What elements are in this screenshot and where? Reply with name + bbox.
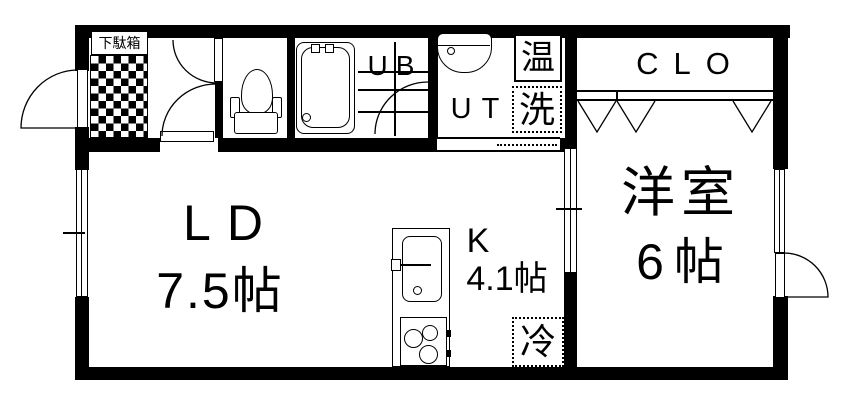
closet-folding-doors-icon (577, 100, 772, 134)
sliding-door-bedroom (564, 149, 577, 272)
wall-left-mid (75, 127, 89, 170)
genkan-tile-floor (90, 55, 148, 138)
kitchen-faucet (391, 259, 401, 271)
stove-burner (419, 345, 438, 364)
toilet-tank-icon (234, 112, 278, 134)
hall-door-leaf (160, 131, 214, 142)
refrigerator-box (512, 317, 564, 367)
kitchen-sink (402, 236, 442, 302)
kitchen-label: K (466, 222, 490, 260)
living-dining-size: 7.5帖 (156, 263, 284, 319)
bath-tile-line (358, 111, 428, 113)
refrigerator-label: 冷 (519, 321, 556, 362)
western-room-size: 6帖 (636, 234, 734, 290)
wall-kitchen-bedroom (564, 271, 577, 367)
stove-knob (446, 330, 451, 337)
entrance-door-leaf (77, 69, 88, 128)
washing-machine-box (512, 86, 562, 133)
wall-right-lower (773, 296, 788, 380)
bath-tile-line (358, 89, 428, 91)
washing-machine-label: 洗 (518, 88, 555, 130)
stove-knob (446, 350, 451, 357)
utility-label: UT (450, 92, 510, 125)
wall-bottom (75, 367, 785, 380)
shoe-cabinet (91, 31, 148, 55)
balcony-door-arc (783, 252, 829, 298)
toilet-door-leaf (214, 38, 223, 82)
window-left-tick (63, 232, 85, 234)
washbasin-drain (447, 47, 455, 55)
toilet-bowl-icon (241, 69, 273, 114)
wall-left-upper (75, 25, 89, 71)
bathtub-drain (302, 113, 311, 122)
hall-door-arc (161, 83, 217, 137)
balcony-door-leaf (775, 253, 785, 298)
bath-tile-line (358, 71, 428, 73)
bathtub-faucet (311, 44, 320, 53)
western-room-label: 洋室 (621, 163, 741, 223)
wall-toilet-bath (287, 38, 295, 138)
washbasin-counter-line (438, 45, 490, 46)
closet-label: CLO (636, 45, 745, 81)
entrance-door-arc (20, 69, 79, 129)
sliding-door-tick (556, 208, 582, 210)
toilet-door-arc (172, 39, 218, 84)
wall-left-lower (75, 297, 89, 380)
wall-right-upper (773, 25, 788, 169)
wall-utility-closet (565, 38, 577, 138)
bath-door-arc (374, 81, 429, 135)
washbasin-icon (437, 33, 492, 73)
wall-stub-kitchen (558, 138, 577, 152)
kitchen-sink-drain (413, 286, 422, 295)
water-heater-label: 温 (521, 39, 555, 77)
stove-burner (404, 329, 423, 348)
wall-toilet-ld (218, 138, 437, 152)
closet-rail (577, 90, 773, 101)
wall-top (75, 25, 790, 38)
window-right (774, 169, 785, 253)
wall-hall-toilet (215, 80, 223, 138)
bathtub-faucet2 (325, 44, 334, 53)
wall-bath-utility (428, 38, 438, 138)
unit-bath-label: UB (367, 50, 423, 81)
shoe-cabinet-label: 下駄箱 (98, 35, 141, 51)
wall-genkan-ld (89, 138, 160, 152)
living-dining-label: LD (183, 195, 279, 251)
kitchen-faucet-line (401, 264, 431, 266)
water-heater-box (514, 34, 562, 82)
sliding-door-utility (437, 137, 560, 152)
stove-burner (422, 325, 438, 341)
kitchen-size: 4.1帖 (466, 260, 548, 298)
